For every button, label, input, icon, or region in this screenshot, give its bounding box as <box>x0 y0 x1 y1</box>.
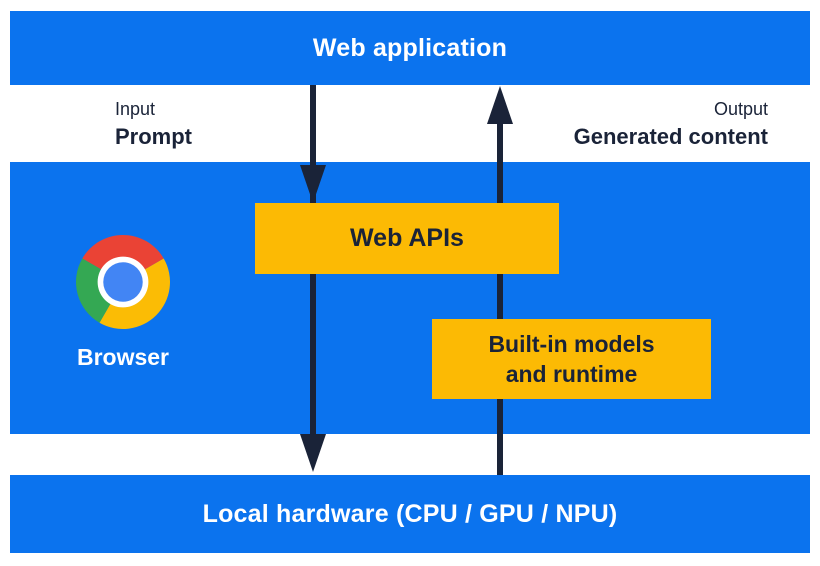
input-value-label: Prompt <box>115 124 192 149</box>
down-arrowhead-icon <box>300 434 326 472</box>
output-kind-label: Output <box>713 99 768 119</box>
web-apis-label: Web APIs <box>350 224 464 252</box>
builtin-models-box: Built-in models and runtime <box>432 319 711 399</box>
web-application-layer-bar: Web application <box>10 11 810 85</box>
web-application-label: Web application <box>312 33 508 62</box>
web-apis-box: Web APIs <box>255 203 559 274</box>
local-hardware-label: Local hardware (CPU / GPU / NPU) <box>202 499 618 528</box>
up-arrowhead-icon <box>487 86 513 124</box>
output-value-label: Generated content <box>573 124 768 149</box>
input-flow-label: Input Prompt <box>115 96 192 151</box>
output-up-arrow-line <box>497 124 503 475</box>
local-hardware-layer-bar: Local hardware (CPU / GPU / NPU) <box>10 475 810 553</box>
output-flow-label: Output Generated content <box>574 96 768 151</box>
chrome-logo-icon <box>76 235 170 329</box>
builtin-models-label-line1: Built-in models <box>488 331 655 357</box>
builtin-models-label-line2: and runtime <box>505 361 638 387</box>
input-kind-label: Input <box>115 99 156 119</box>
browser-identity: Browser <box>63 235 183 371</box>
browser-label: Browser <box>76 344 170 370</box>
down-arrowhead-icon <box>300 165 326 203</box>
